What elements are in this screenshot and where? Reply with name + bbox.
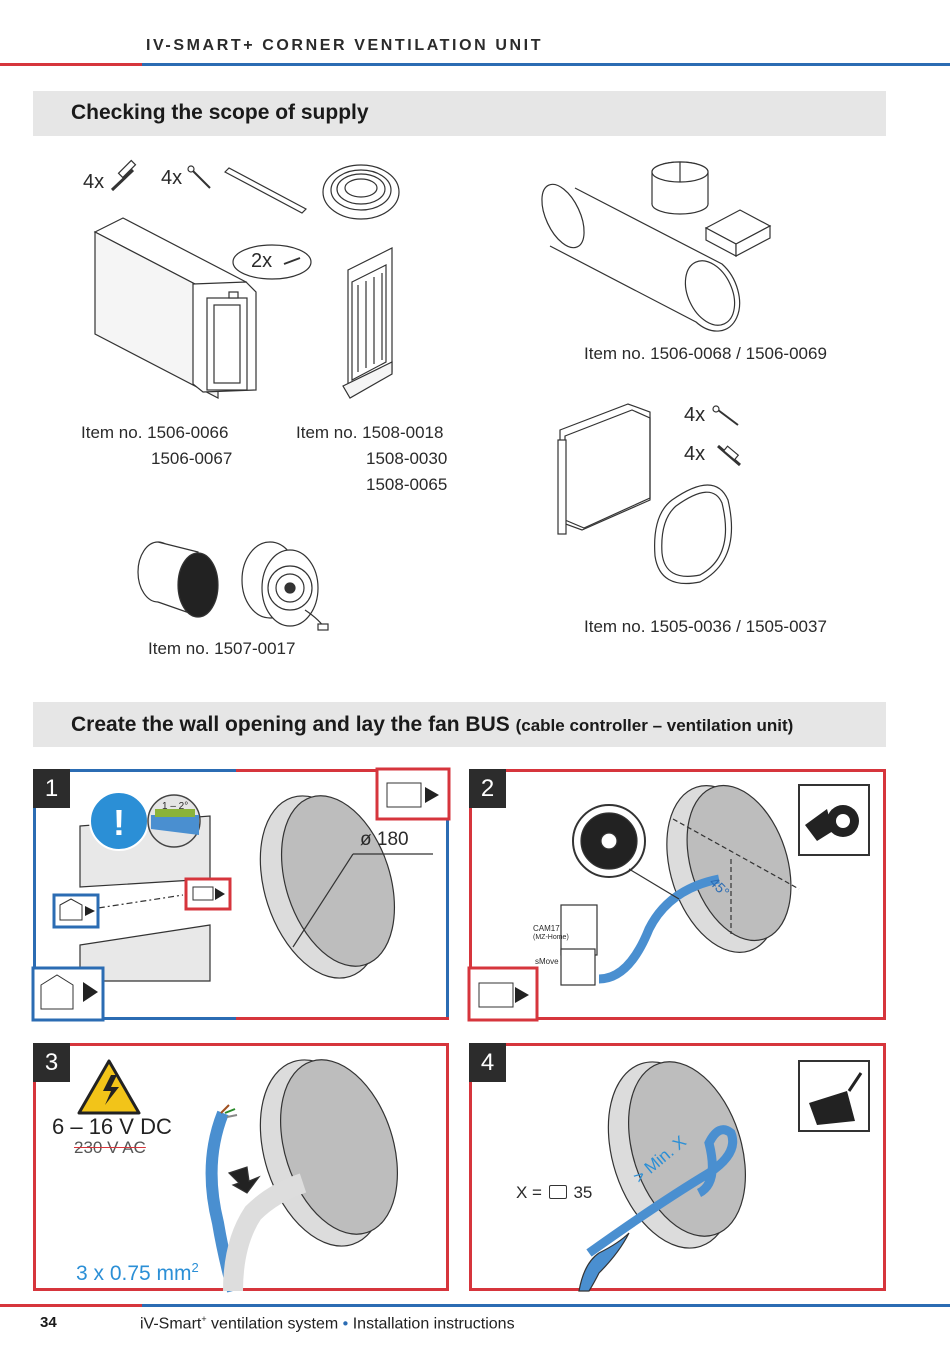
step1-tilt: 1 – 2° [162,801,189,812]
seal-roll-icon [651,161,709,215]
section-bar-supply: Checking the scope of supply [33,91,886,136]
pipe-icon [541,183,741,332]
step-number-3: 3 [33,1043,70,1082]
step3-illustration [77,1059,399,1293]
qty-screws-b: 4x [684,404,706,426]
small-screw-icon [283,257,301,265]
footer-product: iV-Smart [140,1315,202,1333]
header-rule-blue [142,63,950,66]
supply-illustrations [93,159,772,631]
dowel-b-icon [717,444,741,467]
qty-dowels: 4x [83,171,105,193]
section-title-suffix: (cable controller – ventilation unit) [515,716,794,735]
step4-illustration [578,1060,870,1292]
step2-label-smove: sMove [535,957,559,966]
unit-item-label-2: 1506-0067 [151,449,233,468]
step3-cable-spec: 3 x 0.75 mm2 [76,1260,199,1286]
step2-label-cam: CAM17 [533,924,560,933]
step-box-2: 2 [469,769,886,1020]
cover-item-label: Item no. 1505-0036 / 1505-0037 [584,617,827,636]
step-box-4: 4 [469,1043,886,1291]
footer-doc: Installation instructions [352,1315,515,1333]
page-number: 34 [40,1314,57,1331]
frame-item-label-3: 1508-0065 [366,475,448,494]
wall-frame-icon [342,247,393,399]
section-title-supply: Checking the scope of supply [71,101,369,124]
svg-text:!: ! [113,802,125,843]
step-number-1: 1 [33,769,70,808]
filter-item-label: Item no. 1507-0017 [148,639,296,658]
rod-icon [224,167,307,214]
trowel-icon [809,1091,855,1125]
qty-dowels-b: 4x [684,443,706,465]
step3-voltage: 6 – 16 V DC [52,1114,172,1139]
footer-separator: • [338,1315,353,1333]
dowel-icon [110,159,137,192]
step4-x-page: 35 [573,1183,593,1202]
fan-insert-icon [241,541,329,631]
step2-illustration [467,784,870,1022]
frame-item-label-1: Item no. 1508-0018 [296,423,444,442]
step3-cable-prefix: 3 x 0.75 mm [76,1262,192,1285]
section-title-wall-opening: Create the wall opening and lay the fan … [71,713,793,737]
screw-icon [187,165,211,189]
step3-voltage-struck: 230 V AC [74,1138,146,1157]
header-rule-red [0,63,142,66]
footer-rule-red [0,1304,142,1307]
frame-item-label-2: 1508-0030 [366,449,448,468]
header-title: IV-SMART+ CORNER VENTILATION UNIT [146,37,544,54]
qty-screws: 4x [161,167,183,189]
step-number-4: 4 [469,1043,506,1082]
book-icon [548,1185,567,1199]
step1-diameter: ø 180 [360,829,409,850]
footer-doc-title: iV-Smart+ ventilation system • Installat… [140,1314,515,1333]
section-bar-wall-opening: Create the wall opening and lay the fan … [33,702,886,747]
foam-blocks-icon [704,209,772,257]
step2-label-home: (MZ-Home) [533,934,569,941]
section-title-main: Create the wall opening and lay the fan … [71,713,510,736]
filter-cylinder-icon [137,541,219,618]
unit-item-label-1: Item no. 1506-0066 [81,423,229,442]
step4-x-prefix: X = [516,1183,542,1202]
step1-bottom-red [236,1017,449,1020]
cover-plate-icon [557,403,651,535]
step-number-2: 2 [469,769,506,808]
ventilation-unit-icon [93,217,257,399]
step1-top-red [236,769,449,772]
step1-illustration: ! [31,767,451,1022]
pipe-item-label: Item no. 1506-0068 / 1506-0069 [584,344,827,363]
footer-rule-blue [142,1304,950,1307]
step4-x-ref: X = 35 [516,1183,592,1203]
step3-cable-sup: 2 [191,1260,199,1275]
qty-small-screws: 2x [251,250,273,272]
cover-seal-icon [654,484,733,585]
footer-sup: + [201,1314,207,1324]
small-screws-callout [232,244,312,280]
hose-roll-icon [322,164,400,220]
screw-b-icon [712,405,739,426]
footer-rest: ventilation system [206,1315,339,1333]
